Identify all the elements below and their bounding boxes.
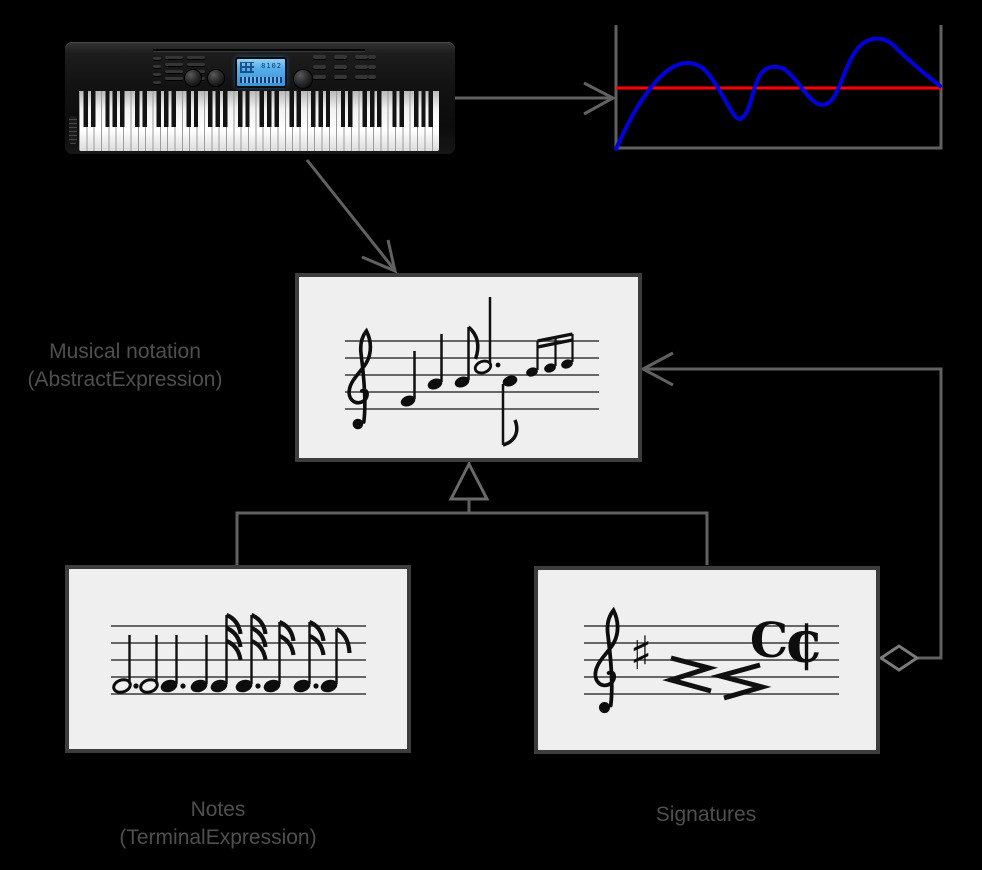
aggregation-connector: [639, 351, 943, 672]
accent-zigzag-left-icon: [710, 662, 772, 701]
cut-time-icon: ¢: [784, 608, 824, 676]
keyboard-knob-icon: [208, 70, 224, 86]
keyboard-button-grid-right: [313, 55, 368, 79]
synthesizer-keyboard-image: 8102: [65, 42, 455, 155]
keyboard-knob-icon: [294, 70, 312, 88]
common-time-icon: C: [750, 613, 788, 669]
abstract-label-line2: (AbstractExpression): [27, 368, 223, 391]
lcd-bar-meter: [240, 77, 282, 83]
inheritance-triangle: [448, 460, 490, 501]
terminal-label-line2: (TerminalExpression): [119, 826, 317, 849]
inheritance-connector: [235, 460, 709, 565]
terminal-expression-label: Notes (TerminalExpression): [103, 796, 333, 852]
lcd-readout: 8102: [261, 62, 282, 70]
notes-terminal-box: [65, 565, 411, 753]
waveform-curve: [614, 36, 942, 151]
note-durations-staff: [111, 613, 366, 695]
keyboard-button-column-right: [368, 55, 376, 79]
piano-black-keys: [79, 91, 439, 127]
keyboard-knob-icon: [185, 70, 201, 86]
keyboard-vent-slit: [153, 49, 365, 52]
signatures-label-line1: Signatures: [655, 803, 757, 826]
abstract-expression-label: Musical notation (AbstractExpression): [10, 338, 240, 394]
terminal-label-line1: Notes: [190, 798, 246, 821]
keyboard-button-column-left: [153, 57, 161, 84]
aggregation-diamond: [878, 644, 920, 672]
arrow-keyboard-to-chart: [453, 81, 617, 116]
signatures-staff: ♯ C ¢: [584, 608, 839, 715]
keyboard-lcd-screen: 8102: [235, 57, 287, 88]
signatures-box: ♯ C ¢: [534, 566, 880, 754]
lcd-pixel-cluster: [240, 62, 254, 73]
musical-notation-staff: [345, 297, 599, 447]
accent-zigzag-right-icon: [662, 655, 718, 694]
abstract-label-line1: Musical notation: [49, 340, 201, 363]
arrow-keyboard-to-notation: [305, 159, 398, 274]
abstract-expression-box: [295, 273, 642, 462]
signatures-label: Signatures: [591, 801, 821, 829]
pitch-wheel: [69, 116, 77, 144]
sharp-sign-icon: ♯: [630, 626, 652, 680]
